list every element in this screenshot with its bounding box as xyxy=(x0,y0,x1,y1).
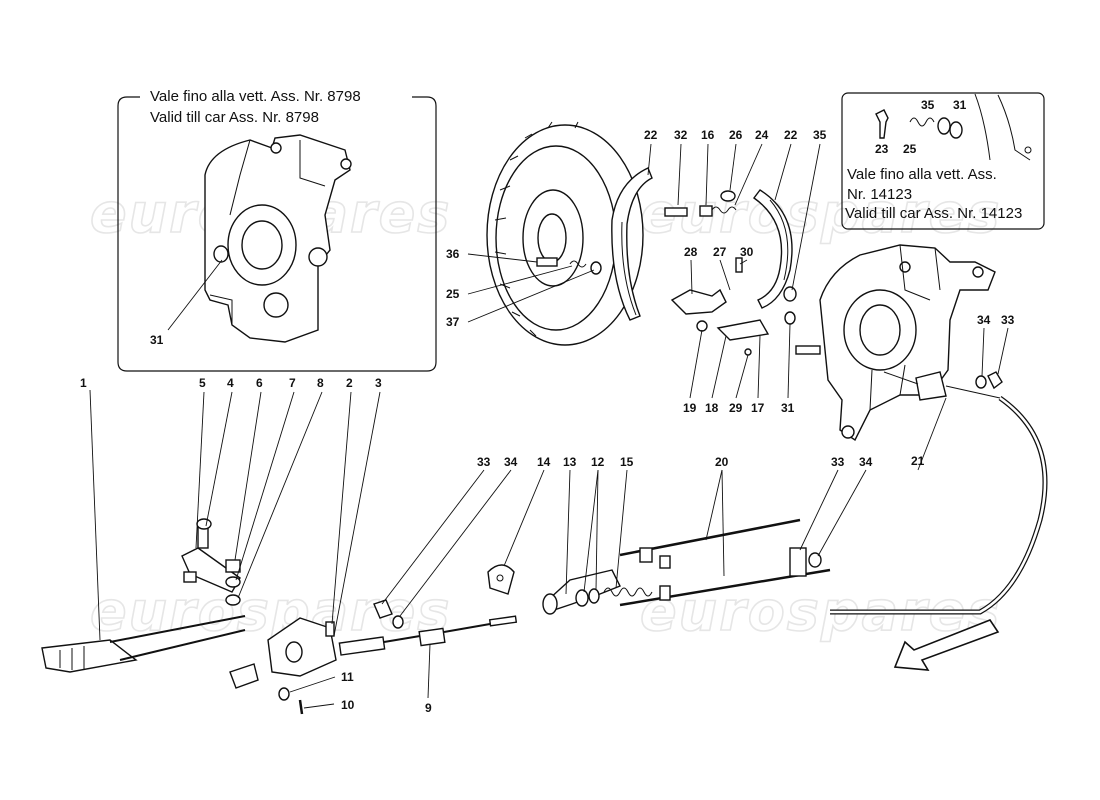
callout-cable-14: 14 xyxy=(537,455,551,469)
callout-brake-bottom-3: 29 xyxy=(729,401,743,415)
callout-brake-left-2: 25 xyxy=(446,287,460,301)
callout-brake-top-3: 16 xyxy=(701,128,715,142)
callout-brake-mid-3: 30 xyxy=(740,245,754,259)
inset-left-note-it: Vale fino alla vett. Ass. Nr. 8798 xyxy=(150,88,361,105)
callout-lever-3: 3 xyxy=(375,376,382,390)
callout-hub-2: 33 xyxy=(1001,313,1015,327)
callout-brake-top-1: 22 xyxy=(644,128,658,142)
callout-brake-top-7: 35 xyxy=(813,128,827,142)
callout-brake-mid-2: 27 xyxy=(713,245,727,259)
callout-cable-33b: 33 xyxy=(831,455,845,469)
handbrake-lever-drawing xyxy=(41,615,337,715)
callout-brake-left-3: 37 xyxy=(446,315,460,329)
callout-lever-2: 2 xyxy=(346,376,353,390)
callout-labels: 22 32 16 26 24 22 35 36 25 37 28 27 30 1… xyxy=(80,128,1015,715)
adjuster-parts xyxy=(536,190,821,356)
inset-left-note-en: Valid till car Ass. Nr. 8798 xyxy=(150,109,319,126)
brake-disc-drawing xyxy=(486,121,644,346)
inset-right-callout-23: 23 xyxy=(875,142,889,156)
brake-shoe-left xyxy=(611,167,653,321)
callout-brake-left-1: 36 xyxy=(446,247,460,261)
callout-cable-13: 13 xyxy=(563,455,577,469)
inset-left: Vale fino alla vett. Ass. Nr. 8798 Valid… xyxy=(117,88,437,372)
hub-carrier-old-drawing xyxy=(204,134,352,343)
callout-lever-6: 6 xyxy=(256,376,263,390)
callout-hub-1: 34 xyxy=(977,313,991,327)
callout-brake-mid-1: 28 xyxy=(684,245,698,259)
callout-cable-12: 12 xyxy=(591,455,605,469)
callout-lever-8: 8 xyxy=(317,376,324,390)
clip-parts-middle xyxy=(373,564,515,629)
bolt-spring-washer-set xyxy=(875,93,1032,161)
callout-cable-9: 9 xyxy=(425,701,432,715)
direction-arrow xyxy=(893,619,1000,671)
callout-brake-top-5: 24 xyxy=(755,128,769,142)
leader-lines xyxy=(89,143,1009,709)
hub-carrier-drawing xyxy=(819,244,996,442)
inset-right-callout-31: 31 xyxy=(953,98,967,112)
brake-cable-21 xyxy=(830,371,1048,615)
callout-lever-5: 5 xyxy=(199,376,206,390)
callout-cable-20: 20 xyxy=(715,455,729,469)
inset-right-callout-35: 35 xyxy=(921,98,935,112)
callout-lever-11: 11 xyxy=(341,670,354,684)
inset-left-callout-31: 31 xyxy=(150,333,164,347)
inset-right-note-it-2: Nr. 14123 xyxy=(847,186,912,203)
callout-lever-4: 4 xyxy=(227,376,234,390)
callout-cable-33a: 33 xyxy=(477,455,491,469)
watermark-bottom-left: eurospares xyxy=(90,580,451,643)
inset-right: 35 31 23 25 Vale fino alla vett. Ass. Nr… xyxy=(841,92,1045,230)
callout-cable-15: 15 xyxy=(620,455,634,469)
callout-brake-bottom-4: 17 xyxy=(751,401,765,415)
brake-shoe-right xyxy=(753,189,793,309)
callout-cable-34a: 34 xyxy=(504,455,518,469)
inset-right-note-en: Valid till car Ass. Nr. 14123 xyxy=(845,205,1022,222)
callout-lever-10: 10 xyxy=(341,698,355,712)
callout-brake-bottom-2: 18 xyxy=(705,401,719,415)
inset-right-note-it-1: Vale fino alla vett. Ass. xyxy=(847,166,997,183)
callout-brake-top-6: 22 xyxy=(784,128,798,142)
brake-cable-9 xyxy=(338,615,518,656)
callout-hub-3: 21 xyxy=(911,454,925,468)
callout-brake-top-4: 26 xyxy=(729,128,743,142)
inset-right-callout-25: 25 xyxy=(903,142,917,156)
callout-lever-1: 1 xyxy=(80,376,87,390)
callout-lever-7: 7 xyxy=(289,376,296,390)
callout-brake-bottom-1: 19 xyxy=(683,401,697,415)
callout-cable-34b: 34 xyxy=(859,455,873,469)
callout-brake-top-2: 32 xyxy=(674,128,688,142)
callout-brake-bottom-5: 31 xyxy=(781,401,795,415)
